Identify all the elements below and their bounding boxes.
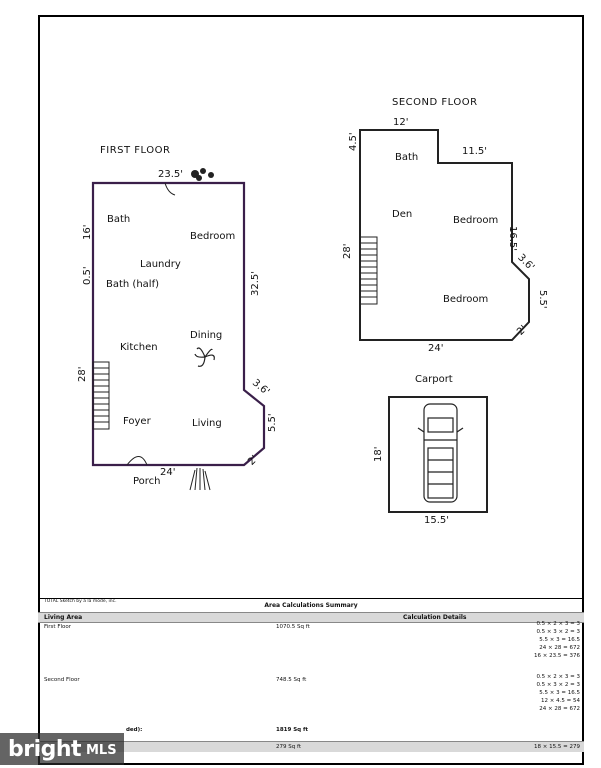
dim-24-2: 24' [428,343,444,354]
porch-plant-icon [189,467,211,491]
calc-line: 16 × 23.5 = 376 [534,653,580,659]
room-living: Living [192,418,222,429]
header-calc-details: Calculation Details [403,614,467,621]
room-bath: Bath [107,214,131,225]
room-dining: Dining [190,330,223,341]
first-floor-stairs [92,361,110,430]
room-kitchen: Kitchen [120,342,158,353]
dim-12: 12' [393,117,409,128]
second-floor-title: SECOND FLOOR [392,97,478,108]
summary-title: Area Calculations Summary [264,602,358,609]
row-first-floor-area: 1070.5 Sq ft [276,624,310,630]
room-bath-2: Bath [395,152,419,163]
room-foyer: Foyer [123,416,151,427]
carport-title: Carport [415,374,453,385]
room-laundry: Laundry [140,259,181,270]
plant-icon [191,168,214,181]
room-porch: Porch [133,476,161,487]
dim-16: 16' [82,224,93,240]
calc-line: 0.5 × 3 × 2 = 3 [536,682,580,688]
front-door-arc [126,456,148,466]
total-value: 1819 Sq ft [276,727,309,733]
floor-plan-sheet [38,15,584,765]
dim-4-5: 4.5' [348,132,359,151]
room-bath-half: Bath (half) [106,279,159,290]
dim-28: 28' [77,366,88,382]
dim-32-5: 32.5' [250,270,261,296]
carport-outline [388,396,488,513]
sketch-credit: TOTAL Sketch by a la mode, inc. [44,599,117,604]
dim-5-5-2: 5.5' [537,290,548,309]
dim-24: 24' [160,467,176,478]
carport-calc: 18 × 15.5 = 279 [534,744,580,750]
calc-line: 0.5 × 3 × 2 = 3 [536,629,580,635]
second-floor-stairs [359,236,378,305]
row-second-floor-name: Second Floor [44,677,80,683]
bright-mls-watermark: bright MLS [0,733,124,765]
room-den: Den [392,209,413,220]
carport-row: 279 Sq ft 18 × 15.5 = 279 [38,741,584,752]
calc-line: 5.5 × 3 = 16.5 [539,637,580,643]
first-floor-outline [91,181,266,467]
top-door-arc [164,182,176,196]
total-label: ded): [126,727,143,733]
dim-23-5: 23.5' [158,169,184,180]
room-bedroom: Bedroom [190,231,236,242]
header-living-area: Living Area [44,614,83,621]
watermark-suffix: MLS [86,743,117,758]
row-first-floor-name: First Floor [44,624,72,630]
dim-11-5: 11.5' [462,146,488,157]
calc-line: 24 × 28 = 672 [539,645,580,651]
calc-line: 24 × 28 = 672 [539,706,580,712]
calc-line: 0.5 × 2 × 3 = 3 [536,621,580,627]
area-summary: TOTAL Sketch by a la mode, inc. Area Cal… [38,598,584,766]
dim-15-5: 15.5' [424,515,450,526]
carport-area: 279 Sq ft [276,744,301,750]
first-floor-title: FIRST FLOOR [100,145,171,156]
calc-line: 0.5 × 2 × 3 = 3 [536,674,580,680]
second-floor-outline [359,129,530,341]
dim-0-5: 0.5' [82,266,93,285]
row-second-floor-area: 748.5 Sq ft [276,677,307,683]
watermark-brand: bright [8,737,82,762]
calc-line: 12 × 4.5 = 54 [541,698,580,704]
summary-header: Living Area Calculation Details [38,612,584,623]
dim-16-5: 16.5' [507,226,518,252]
room-bedroom-2: Bedroom [453,215,499,226]
total-row: ded): 1819 Sq ft [38,724,584,734]
room-bedroom-3: Bedroom [443,294,489,305]
truck-icon [417,403,464,503]
dim-28-2: 28' [342,243,353,259]
ceiling-fan-icon [194,347,215,367]
calc-line: 5.5 × 3 = 16.5 [539,690,580,696]
dim-5-5: 5.5' [267,413,278,432]
dim-18: 18' [373,446,384,462]
